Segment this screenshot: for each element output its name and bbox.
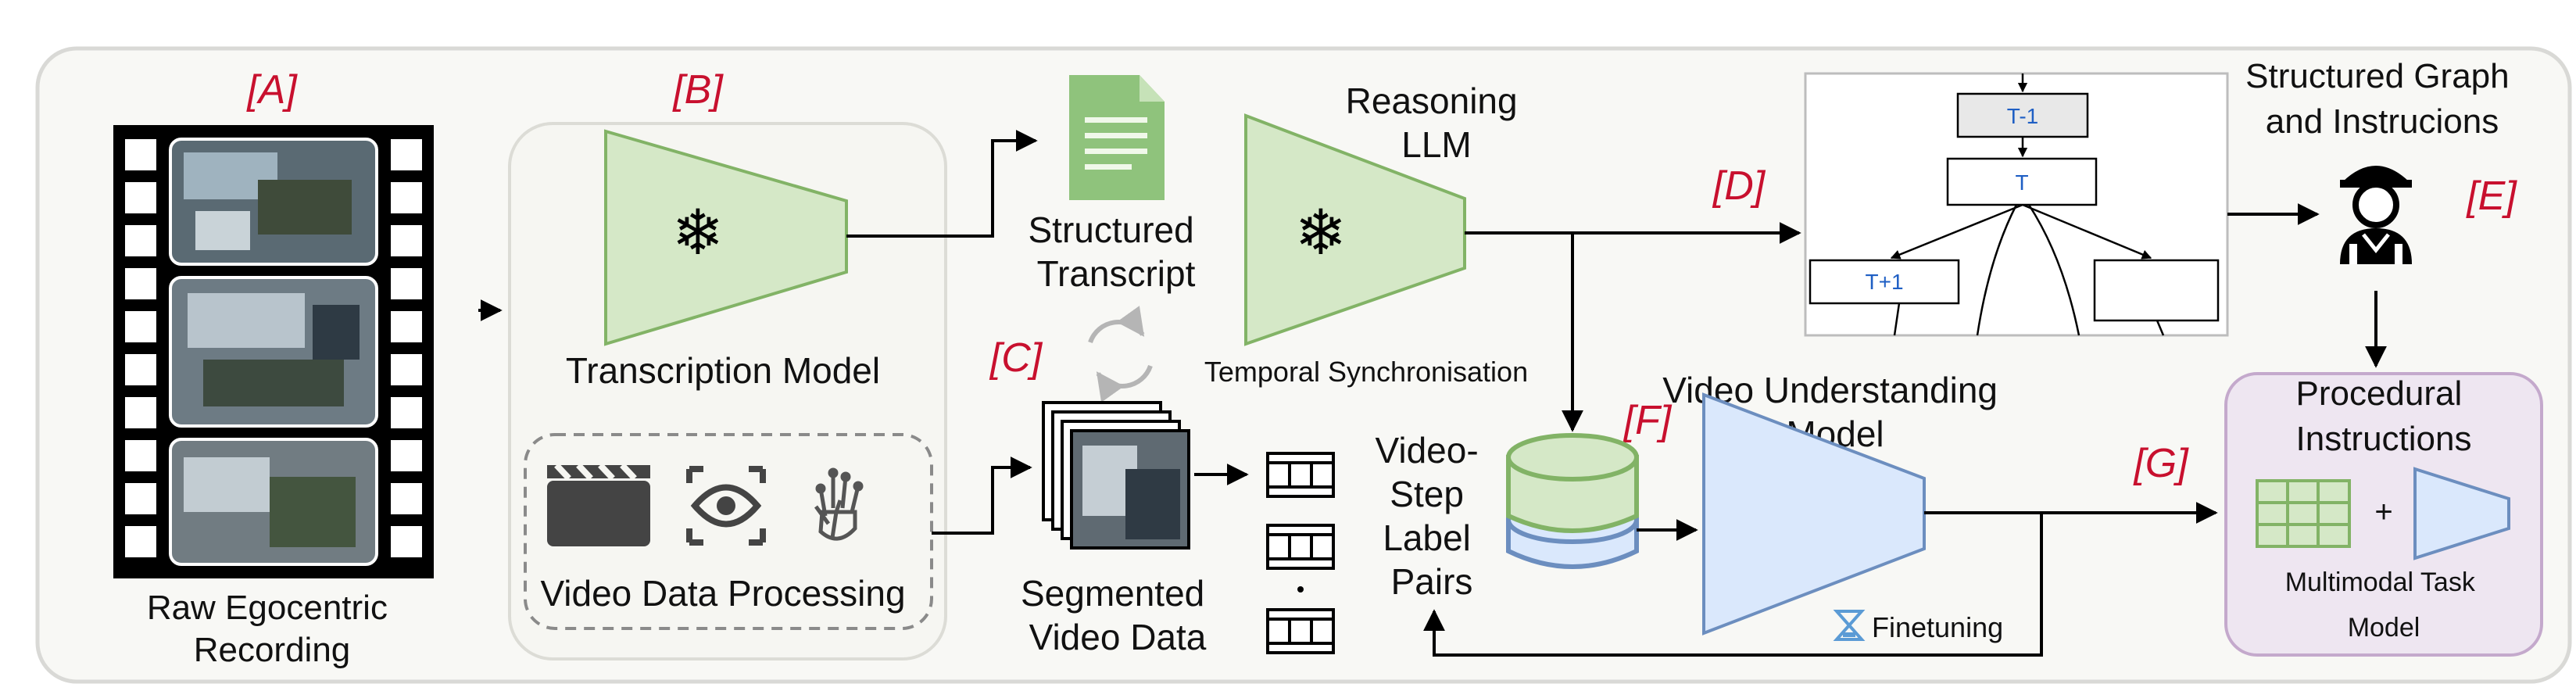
sync-arrows-icon [1088, 306, 1153, 403]
tag-e: [E] [2466, 174, 2517, 219]
segmented-video-stack [1042, 401, 1190, 550]
structured-transcript-label: Structured Transcript [1029, 209, 1204, 294]
worker-icon [2340, 166, 2412, 264]
tag-d: [D] [1712, 163, 1766, 209]
film-frame-1 [169, 138, 378, 266]
multimodal-label: Multimodal Task Model [2285, 567, 2483, 643]
tag-f: [F] [1623, 398, 1673, 443]
finetuning-label: Finetuning [1872, 611, 2003, 643]
database-icon [1506, 433, 1639, 569]
structured-graph-label: Structured Graph and Instrucions [2245, 57, 2519, 141]
graph-node-t-plus-1-label: T+1 [1865, 270, 1903, 294]
temporal-sync-label: Temporal Synchronisation [1204, 356, 1528, 388]
procedural-label: Procedural Instructions [2295, 374, 2471, 458]
reasoning-llm-label: Reasoning LLM [1346, 81, 1528, 165]
video-understanding-trapezoid [1702, 392, 1926, 636]
video-clip-icon-2 [1266, 524, 1335, 570]
graph-node-t [1946, 157, 2098, 206]
raw-recording-film-strip [113, 125, 434, 578]
tag-a: [A] [246, 67, 298, 113]
procedural-panel [2224, 372, 2543, 657]
tag-g: [G] [2133, 441, 2189, 486]
video-clip-icon-1 [1266, 452, 1335, 498]
transcription-model-label: Transcription Model [566, 350, 880, 391]
graph-edges [1890, 73, 2165, 336]
video-clip-icon-3 [1266, 608, 1335, 654]
arrow-b-to-segmented [932, 456, 1032, 535]
raw-recording-label: Raw Egocentric Recording [147, 589, 397, 669]
finetuning-feedback-loop [1423, 513, 2043, 657]
eye-icon [686, 466, 766, 546]
graph-node-t-plus-1 [1809, 259, 1960, 305]
tag-c: [C] [989, 335, 1043, 381]
plus-sign: + [2374, 495, 2392, 529]
reasoning-llm-trapezoid [1244, 113, 1466, 346]
hand-skeleton-icon [814, 467, 864, 541]
ellipsis-dot [1297, 586, 1304, 593]
graph-node-t-minus-1 [1956, 92, 2089, 138]
hourglass-icon [1833, 610, 1866, 641]
transcription-model-trapezoid [604, 129, 848, 346]
snowflake-icon: ❄ [671, 196, 724, 269]
arrow-b-to-transcript [846, 130, 1038, 238]
film-frame-2 [169, 276, 378, 428]
document-icon [1069, 75, 1165, 200]
film-frame-3 [169, 438, 378, 566]
graph-node-t-label: T [2015, 170, 2028, 195]
tag-b: [B] [672, 67, 724, 113]
graph-node-t-minus-1-label: T-1 [2007, 104, 2038, 128]
video-data-processing-label: Video Data Processing [540, 573, 905, 614]
snowflake-icon-llm: ❄ [1294, 196, 1347, 269]
graph-node-blank [2093, 259, 2220, 322]
multimodal-model-trapezoid [2413, 467, 2510, 560]
table-grid-icon [2256, 479, 2351, 548]
video-step-label-pairs: Video- Step Label Pairs [1376, 430, 1489, 602]
clapperboard-icon [547, 463, 650, 546]
segmented-video-label: Segmented Video Data [1021, 573, 1215, 657]
